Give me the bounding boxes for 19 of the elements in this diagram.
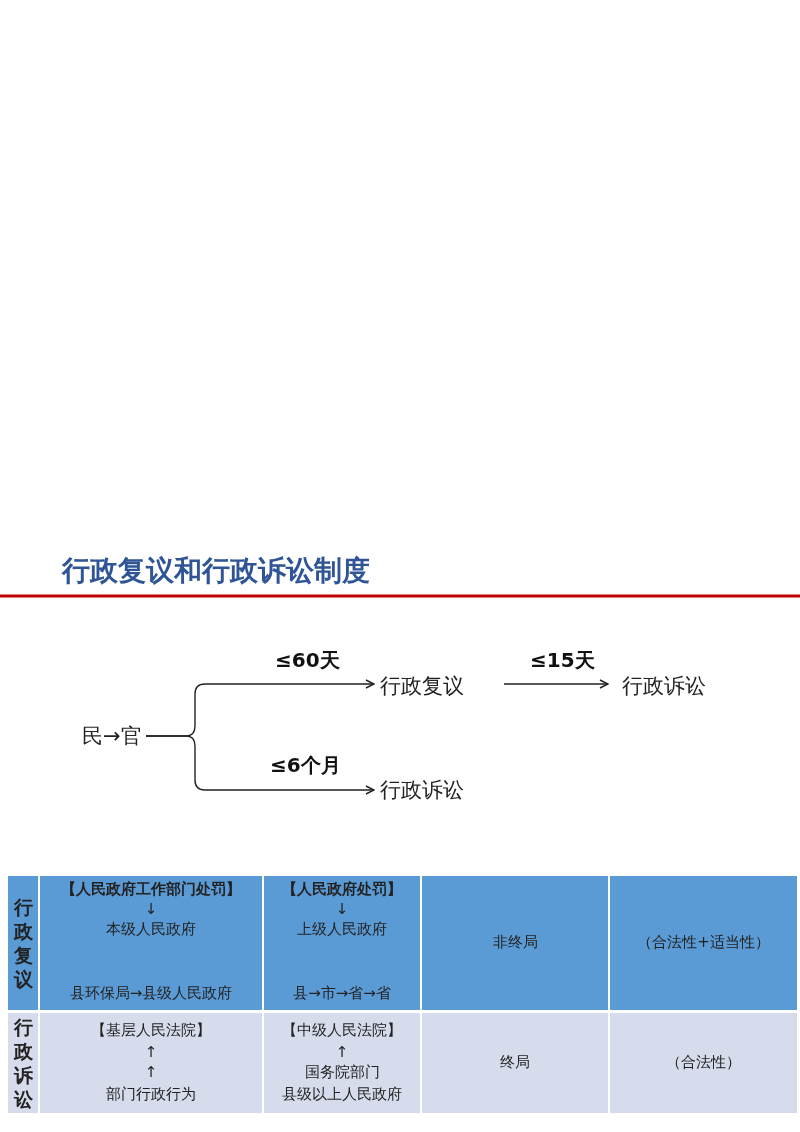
table-cell: 非终局 (422, 876, 608, 1010)
node-label: 行政诉讼 (622, 673, 706, 699)
node-label: 民→官 (82, 723, 142, 749)
edge-label: ≤15天 (530, 648, 595, 672)
row-header: 行政诉讼 (8, 1013, 38, 1113)
table-cell: （合法性+适当性） (610, 876, 797, 1010)
title: 行政复议和行政诉讼制度 (62, 553, 370, 589)
table-cell: （合法性） (610, 1013, 797, 1113)
table-cell: 【中级人民法院】 ↑ 国务院部门 县级以上人民政府 (264, 1013, 420, 1113)
table-cell: 【人民政府处罚】 ↓ 上级人民政府 县→市→省→省 (264, 876, 420, 1010)
row-header: 行政复议 (8, 876, 38, 1010)
table-cell: 【人民政府工作部门处罚】 ↓ 本级人民政府 县环保局→县级人民政府 (40, 876, 262, 1010)
table-cell: 【基层人民法院】 ↑ ↑ 部门行政行为 (40, 1013, 262, 1113)
arrow (145, 735, 375, 795)
node-label: 行政复议 (380, 673, 464, 699)
node-label: 行政诉讼 (380, 777, 464, 803)
table-cell: 终局 (422, 1013, 608, 1113)
arrow (503, 679, 609, 689)
edge-label: ≤60天 (275, 648, 340, 672)
